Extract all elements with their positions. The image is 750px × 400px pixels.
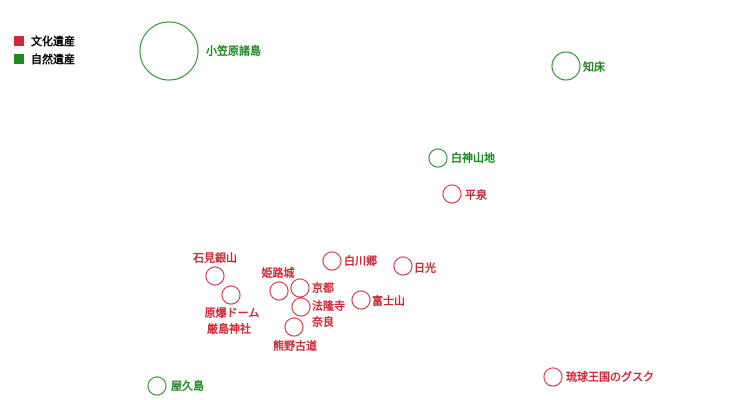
site-label: 知床	[582, 60, 606, 74]
site-circle-icon	[291, 297, 311, 317]
site-marker: 平泉	[442, 184, 488, 204]
site-label: 京都	[312, 281, 334, 295]
site-circle-icon	[551, 51, 581, 81]
natural-swatch-icon	[14, 54, 24, 64]
site-label: 琉球王国のグスク	[566, 370, 654, 384]
site-marker: 石見銀山	[192, 251, 237, 286]
legend-item-natural: 自然遺産	[14, 50, 75, 68]
site-label: 法隆寺	[312, 299, 345, 313]
site-circle-icon	[393, 256, 413, 276]
legend-label-natural: 自然遺産	[31, 53, 75, 66]
site-marker: 京都	[290, 278, 334, 298]
site-circle-icon	[351, 290, 371, 310]
site-marker: 原爆ドーム	[205, 285, 260, 320]
site-circle-icon	[290, 278, 310, 298]
site-marker: 日光	[393, 256, 436, 276]
site-circle-icon	[269, 281, 289, 301]
site-marker: 屋久島	[147, 376, 204, 396]
site-circle-icon	[205, 266, 225, 286]
site-marker: 白川郷	[322, 251, 377, 271]
site-label: 奈良	[311, 315, 334, 329]
site-circle-icon	[284, 317, 304, 337]
site-label: 厳島神社	[207, 322, 251, 336]
site-label: 白川郷	[344, 254, 377, 268]
site-circle-icon	[147, 376, 167, 396]
site-marker: 厳島神社	[207, 322, 251, 336]
site-marker: 知床	[551, 51, 606, 81]
site-label: 熊野古道	[273, 339, 317, 353]
site-marker: 奈良	[284, 315, 334, 337]
site-marker: 富士山	[351, 290, 405, 310]
site-label: 白神山地	[451, 151, 495, 165]
site-label: 小笠原諸島	[205, 44, 261, 58]
cultural-swatch-icon	[14, 36, 24, 46]
site-label: 富士山	[372, 294, 405, 308]
legend: 文化遺産 自然遺産	[14, 32, 75, 68]
legend-item-cultural: 文化遺産	[14, 32, 75, 50]
site-label: 原爆ドーム	[205, 306, 260, 320]
site-circle-icon	[322, 251, 342, 271]
site-circle-icon	[442, 184, 462, 204]
site-marker: 小笠原諸島	[139, 21, 261, 81]
legend-label-cultural: 文化遺産	[31, 35, 75, 48]
site-circle-icon	[428, 148, 448, 168]
site-label: 姫路城	[262, 266, 295, 280]
site-marker: 白神山地	[428, 148, 495, 168]
site-circle-icon	[221, 285, 241, 305]
site-label: 日光	[414, 261, 436, 275]
site-circle-icon	[543, 367, 563, 387]
site-label: 石見銀山	[192, 251, 237, 265]
site-marker: 熊野古道	[273, 339, 317, 353]
site-label: 平泉	[465, 188, 488, 202]
site-circle-icon	[139, 21, 199, 81]
site-label: 屋久島	[171, 379, 204, 393]
site-marker: 琉球王国のグスク	[543, 367, 654, 387]
site-marker: 法隆寺	[291, 297, 345, 317]
site-marker: 姫路城	[262, 266, 295, 301]
